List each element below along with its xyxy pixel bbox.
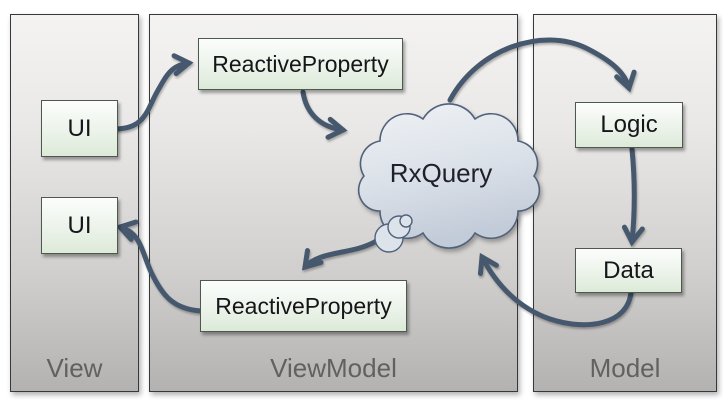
box-logic: Logic xyxy=(575,102,683,148)
box-ui-bottom: UI xyxy=(41,197,118,254)
arrow-data-to-rxquery xyxy=(477,252,634,328)
arrow-rxquery-to-logic xyxy=(447,37,637,103)
arrow-logic-to-data xyxy=(621,146,645,247)
arrow-rxquery-to-reactiveproperty xyxy=(301,237,381,271)
rxquery-cloud xyxy=(357,103,541,249)
arrow-reactiveproperty-to-ui xyxy=(115,219,204,314)
cloud-tail-bubble-small xyxy=(399,214,413,228)
box-data: Data xyxy=(575,248,682,293)
box-reactiveproperty-top: ReactiveProperty xyxy=(198,38,403,90)
panel-viewmodel-label: ViewModel xyxy=(270,353,397,383)
box-reactiveproperty-bottom: ReactiveProperty xyxy=(200,280,407,332)
arrow-reactiveproperty-to-rxquery xyxy=(300,89,348,140)
panel-model-label: Model xyxy=(589,353,661,383)
box-ui-top: UI xyxy=(41,100,118,157)
arrow-ui-to-reactiveproperty xyxy=(114,53,194,132)
panel-view-label: View xyxy=(46,353,103,383)
rxquery-label: RxQuery xyxy=(389,158,493,188)
